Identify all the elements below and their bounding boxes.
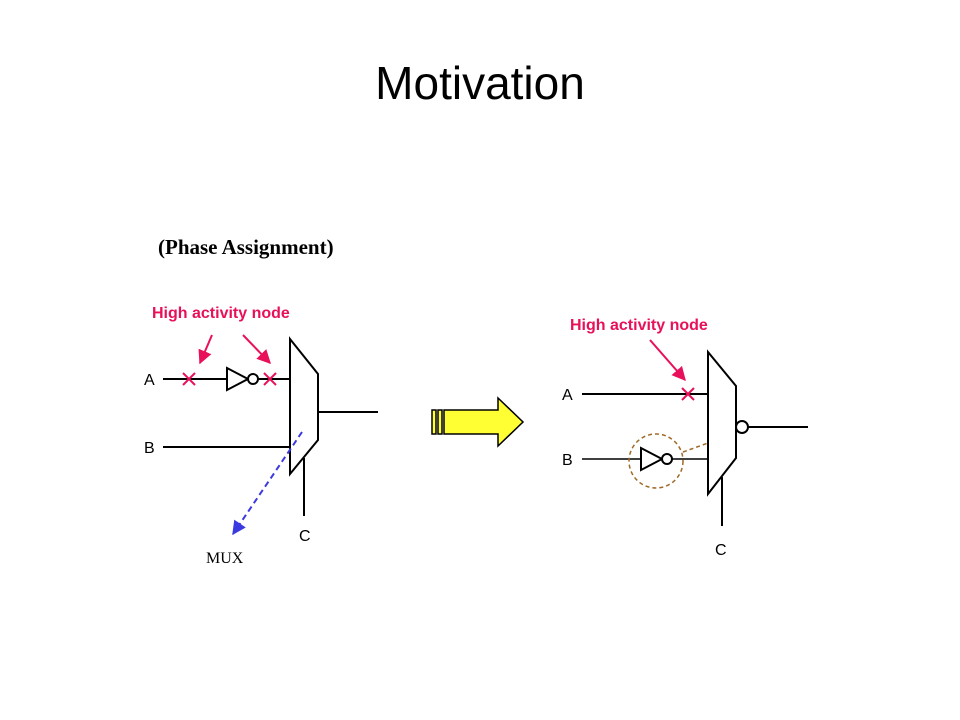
right-select-c-label: C xyxy=(715,542,727,559)
slide-title: Motivation xyxy=(375,57,585,109)
right-annotation-arrow xyxy=(649,339,686,382)
right-circuit: High activity node A B C xyxy=(562,317,808,559)
left-inverter-bubble xyxy=(247,373,259,385)
left-mux-pointer xyxy=(232,431,303,536)
left-input-b-label: B xyxy=(144,440,155,457)
right-mux-output-bubble xyxy=(735,420,749,434)
left-input-a-label: A xyxy=(144,372,155,389)
left-mux xyxy=(289,336,319,477)
left-inverter xyxy=(226,366,251,392)
transform-arrow xyxy=(431,396,525,448)
left-select-c-label: C xyxy=(299,528,311,545)
right-input-b-label: B xyxy=(562,452,573,469)
left-high-activity-mark-1 xyxy=(182,372,196,386)
right-inverter-ring xyxy=(628,433,684,489)
right-inverter xyxy=(640,446,665,472)
right-input-a-label: A xyxy=(562,387,573,404)
left-high-activity-label: High activity node xyxy=(152,305,290,322)
right-high-activity-mark xyxy=(681,387,695,401)
left-annotation-arrow-1 xyxy=(198,334,213,365)
left-circuit: (Phase Assignment) High activity node A … xyxy=(144,235,378,567)
left-annotation-arrow-2 xyxy=(242,334,271,365)
left-mux-label: MUX xyxy=(206,550,244,567)
left-high-activity-mark-2 xyxy=(263,372,277,386)
left-caption: (Phase Assignment) xyxy=(158,235,334,259)
right-high-activity-label: High activity node xyxy=(570,317,708,334)
right-mux xyxy=(707,349,737,497)
right-inverter-bubble xyxy=(661,453,673,465)
